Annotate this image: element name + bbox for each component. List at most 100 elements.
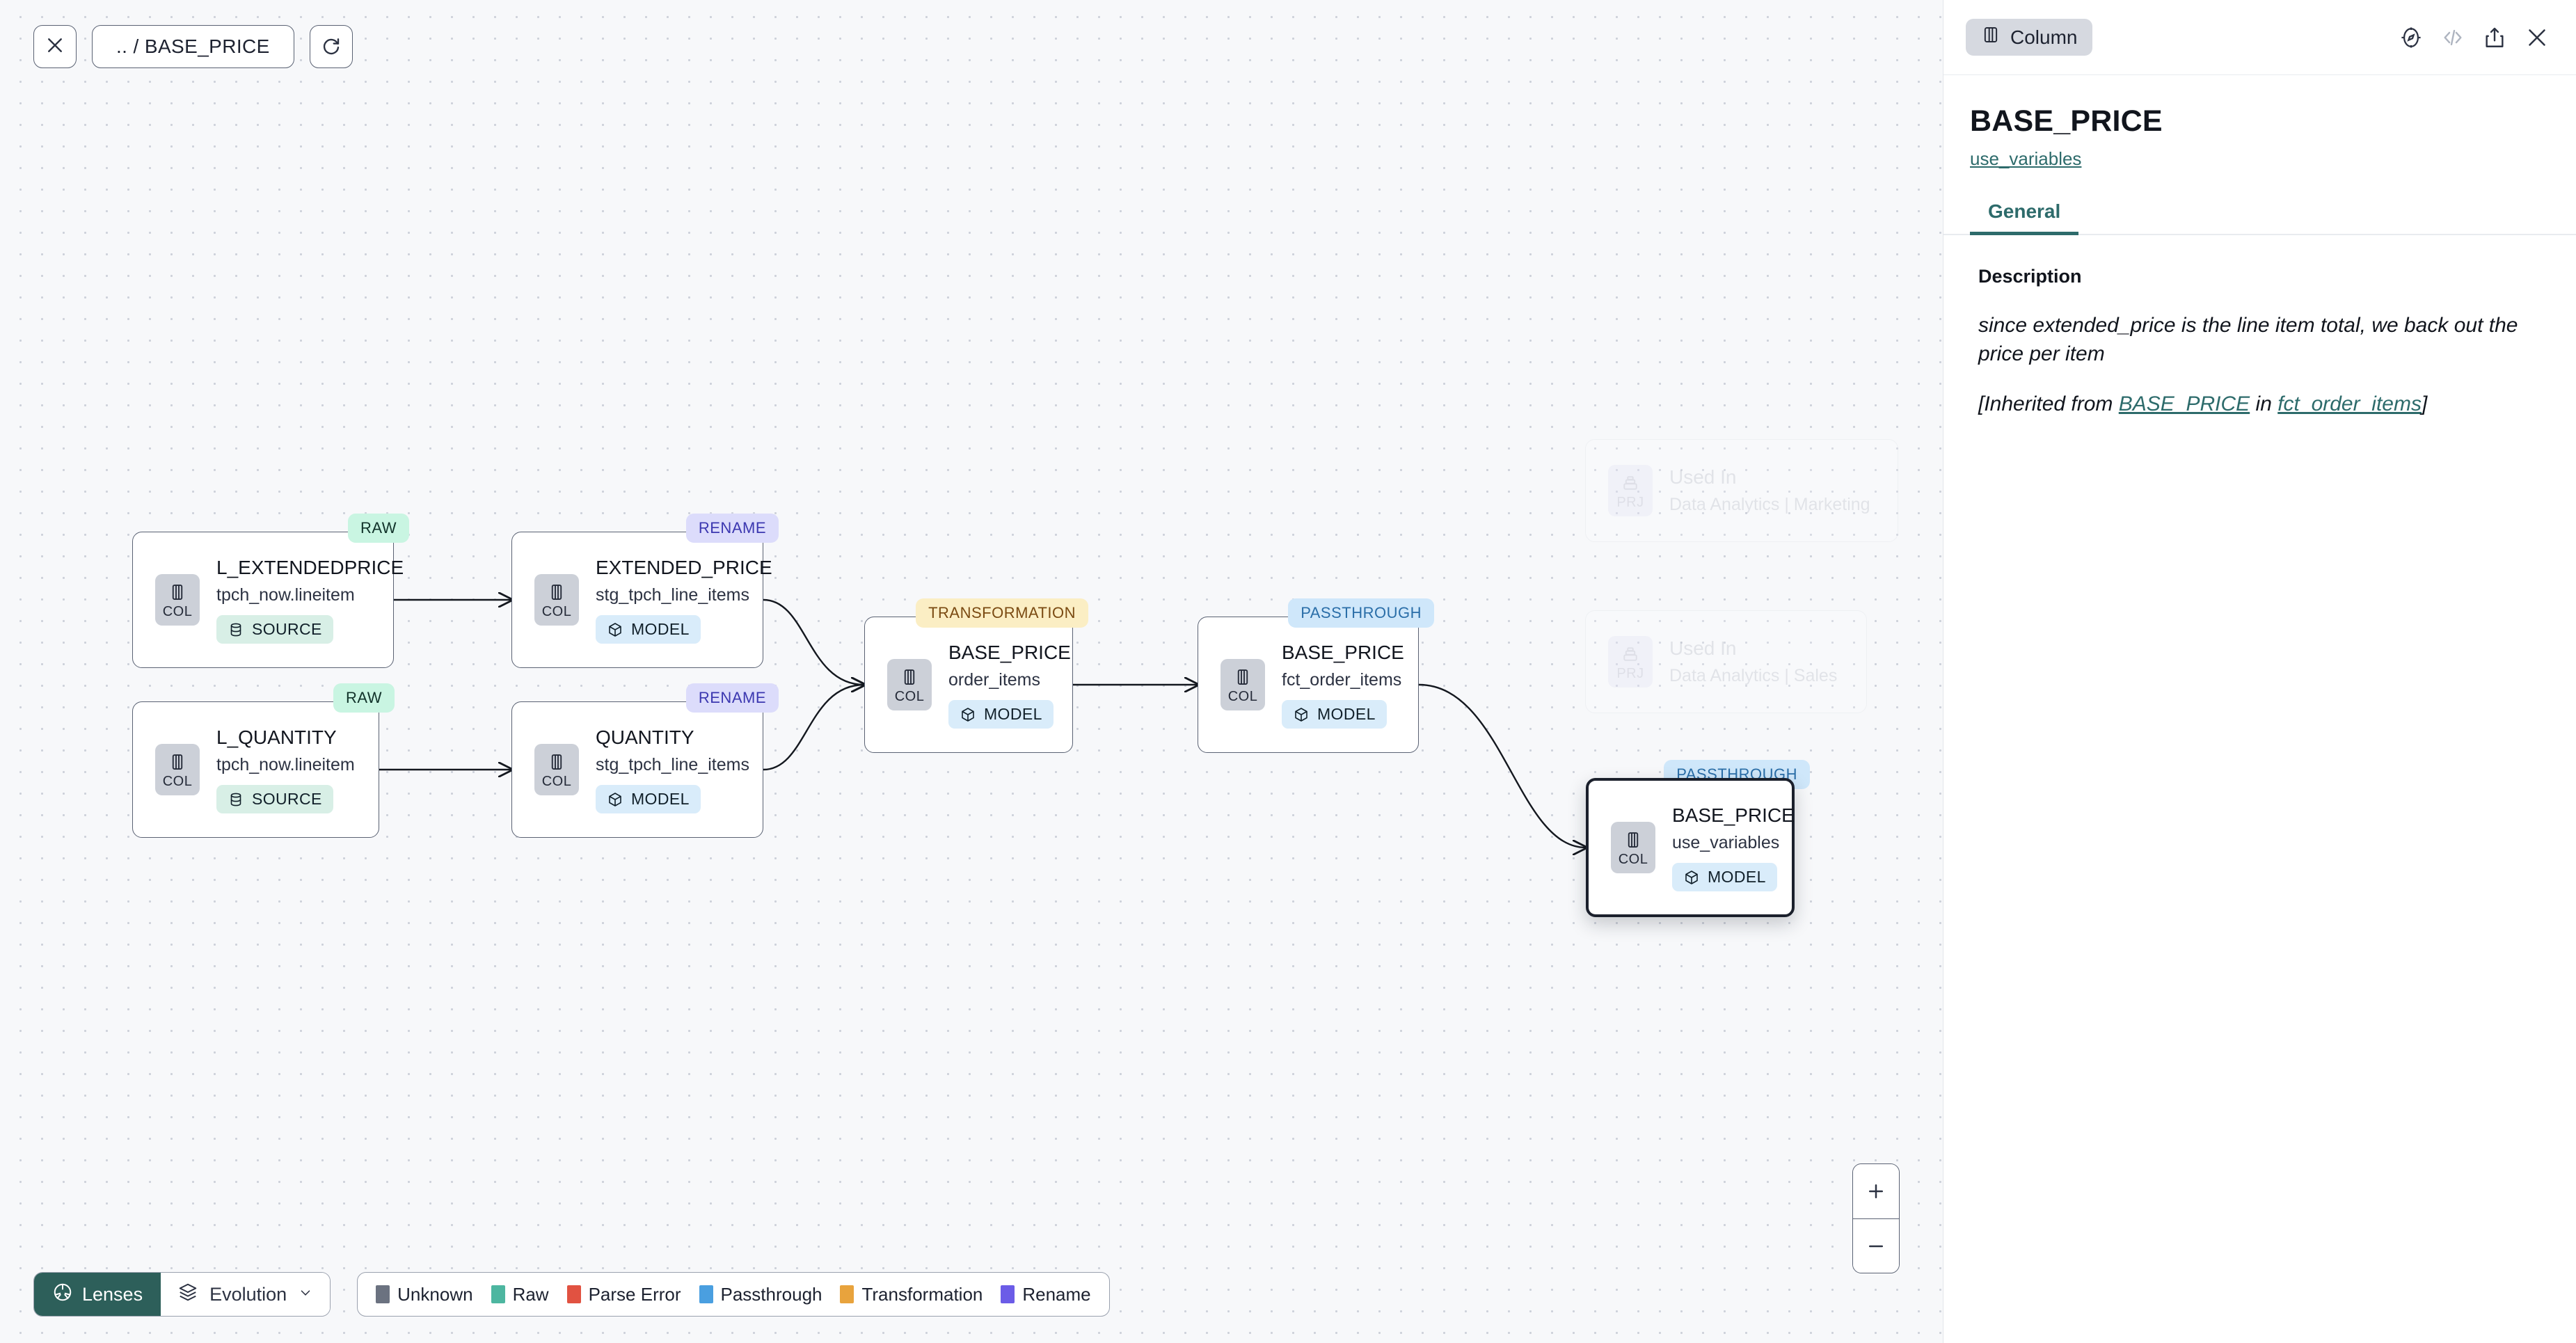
description-text: since extended_price is the line item to… (1978, 314, 2518, 366)
node-title: BASE_PRICE (1282, 641, 1404, 663)
node-title: QUANTITY (596, 726, 694, 748)
legend-label: Unknown (397, 1283, 473, 1305)
description-heading: Description (1978, 266, 2082, 287)
project-icon: PRJ (1608, 465, 1653, 516)
lenses-button[interactable]: Lenses (34, 1273, 161, 1316)
share-icon[interactable] (2483, 26, 2506, 49)
node-title: L_QUANTITY (216, 726, 337, 748)
column-icon: COL (1611, 822, 1655, 873)
node-lineage-badge: RAW (333, 683, 395, 713)
column-icon (1981, 25, 2001, 49)
node-subtitle: stg_tpch_line_items (596, 754, 749, 774)
legend-item[interactable]: Passthrough (699, 1284, 822, 1305)
node-body: Used In Data Analytics | Marketing (1669, 466, 1870, 516)
node-lineage-badge: TRANSFORMATION (916, 598, 1088, 628)
parent-model-link[interactable]: use_variables (1970, 148, 2082, 169)
node-title: Used In (1669, 466, 1737, 488)
legend-swatch (1001, 1285, 1015, 1303)
legend-swatch (376, 1285, 390, 1303)
legend-item[interactable]: Parse Error (566, 1283, 681, 1305)
description-body: since extended_price is the line item to… (1978, 311, 2535, 418)
explore-icon[interactable] (2399, 26, 2423, 49)
inherited-model-link[interactable]: fct_order_items (2277, 392, 2422, 415)
code-icon[interactable] (2441, 26, 2465, 49)
evolution-label: Evolution (209, 1283, 287, 1305)
node-lineage-badge: RAW (347, 514, 409, 543)
column-icon: COL (1221, 659, 1265, 710)
close-button[interactable] (33, 25, 77, 68)
inherited-prefix: [Inherited from (1978, 392, 2119, 415)
column-icon: COL (534, 574, 579, 626)
node-icon-label: COL (1227, 688, 1258, 704)
node-type-pill: SOURCE (216, 785, 333, 814)
node-subtitle: Data Analytics | Marketing (1669, 495, 1870, 515)
aperture-icon (52, 1282, 73, 1308)
close-icon[interactable] (2525, 25, 2550, 50)
zoom-out-button[interactable] (1853, 1218, 1899, 1273)
refresh-icon (321, 35, 342, 59)
zoom-in-button[interactable] (1853, 1164, 1899, 1218)
legend-item[interactable]: Transformation (840, 1284, 983, 1305)
used-in-node[interactable]: PRJ Used In Data Analytics | Marketing (1585, 439, 1898, 542)
legend-label: Raw (512, 1283, 549, 1305)
legend-label: Parse Error (588, 1283, 681, 1305)
node-type-pill-label: MODEL (984, 705, 1042, 724)
legend-label: Passthrough (720, 1283, 822, 1305)
node-title: BASE_PRICE (1672, 804, 1795, 826)
legend-item[interactable]: Rename (1001, 1284, 1091, 1305)
node-title: L_EXTENDEDPRICE (216, 556, 404, 578)
node-type-pill-label: MODEL (631, 790, 690, 809)
legend-item[interactable]: Unknown (376, 1283, 473, 1305)
inherited-suffix: ] (2421, 392, 2428, 415)
refresh-button[interactable] (309, 25, 353, 68)
node-icon-label: PRJ (1616, 494, 1644, 510)
legend-item[interactable]: Raw (491, 1284, 549, 1305)
column-icon: COL (534, 744, 579, 795)
node-type-pill-label: SOURCE (252, 790, 322, 809)
evolution-dropdown[interactable]: Evolution (161, 1273, 331, 1316)
tab-general[interactable]: General (1970, 200, 2079, 235)
node-subtitle: use_variables (1672, 832, 1780, 852)
inherited-note: [Inherited from BASE_PRICE in fct_order_… (1978, 390, 2535, 418)
node-type-pill-label: MODEL (1708, 868, 1766, 887)
node-title: Used In (1669, 637, 1737, 660)
entity-kind-label: Column (2010, 26, 2078, 48)
node-title: EXTENDED_PRICE (596, 556, 772, 578)
page-title: BASE_PRICE (1970, 104, 2163, 138)
node-type-pill: MODEL (596, 615, 701, 644)
legend-swatch (699, 1285, 713, 1303)
lenses-control-group: Lenses Evolution (33, 1272, 331, 1317)
node-lineage-badge: RENAME (685, 514, 779, 543)
inherited-mid: in (2250, 392, 2278, 415)
panel-actions (2399, 25, 2550, 50)
lineage-legend: Unknown Raw Parse Error Passthrough Transfor… (357, 1272, 1110, 1317)
legend-swatch (491, 1285, 505, 1303)
node-lineage-badge: RENAME (685, 683, 779, 713)
node-subtitle: tpch_now.lineitem (216, 585, 355, 605)
node-type-pill-label: MODEL (1317, 705, 1376, 724)
lineage-canvas[interactable]: .. / BASE_PRICE COL L_EXTENDEDPRICE tpch_n… (0, 0, 1943, 1343)
node-type-pill: MODEL (948, 700, 1054, 729)
node-icon-label: PRJ (1616, 665, 1644, 681)
breadcrumb-label: .. / BASE_PRICE (116, 35, 270, 57)
panel-header: Column (1943, 0, 2576, 75)
node-type-pill-label: SOURCE (252, 620, 322, 639)
node-type-pill: SOURCE (216, 615, 333, 644)
inherited-column-link[interactable]: BASE_PRICE (2118, 392, 2250, 415)
node-icon-label: COL (894, 688, 925, 704)
panel-tabs: General (1943, 200, 2576, 235)
breadcrumb-path-button[interactable]: .. / BASE_PRICE (92, 25, 294, 68)
